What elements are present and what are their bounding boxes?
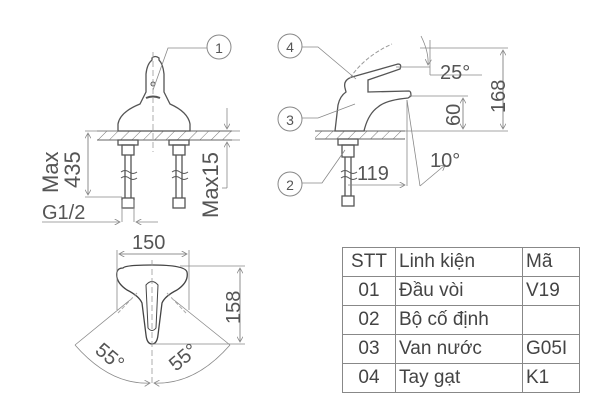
table-row: 02 Bộ cố định: [342, 305, 580, 335]
cell-code: [522, 305, 580, 335]
dim-max-label: Max: [38, 151, 63, 193]
dim-168: 168: [488, 80, 510, 113]
header-code: Mã: [522, 247, 580, 277]
dim-max15: Max15: [198, 152, 223, 218]
side-view-dimensions: [298, 35, 508, 186]
header-part: Linh kiện: [395, 247, 523, 277]
front-view: [97, 52, 232, 209]
cell-code: K1: [522, 363, 580, 393]
svg-text:2: 2: [286, 177, 294, 193]
callout-4: 4: [277, 33, 303, 59]
svg-text:1: 1: [215, 40, 223, 56]
cell-stt: 03: [342, 334, 396, 364]
callout-2: 2: [277, 171, 303, 197]
callout-1: 1: [206, 34, 232, 60]
angle-25: 25°: [440, 62, 470, 84]
svg-text:3: 3: [286, 112, 294, 128]
dim-435: 435: [60, 151, 85, 188]
side-view: [315, 43, 412, 207]
dim-60: 60: [443, 104, 465, 126]
table-row: 01 Đầu vòi V19: [342, 276, 580, 306]
cell-part: Đầu vòi: [395, 276, 523, 306]
cell-code: V19: [522, 276, 580, 306]
dim-119: 119: [357, 163, 389, 185]
front-view-dimensions: [42, 47, 240, 222]
dim-150: 150: [132, 232, 165, 254]
table-row: 03 Van nước G05I: [342, 334, 580, 364]
cell-stt: 04: [342, 363, 396, 393]
top-view: [116, 260, 188, 385]
thread-spec: G1/2: [42, 202, 85, 224]
parts-table: STT Linh kiện Mã 01 Đầu vòi V19 02 Bộ cố…: [342, 247, 580, 393]
cell-part: Van nước: [395, 334, 523, 364]
angle-right-55: 55°: [165, 340, 202, 376]
dim-158: 158: [223, 291, 245, 324]
cell-stt: 01: [342, 276, 396, 306]
cell-part: Tay gạt: [395, 363, 523, 393]
cell-part: Bộ cố định: [395, 305, 523, 335]
table-row: 04 Tay gạt K1: [342, 363, 580, 393]
callout-3: 3: [277, 106, 303, 132]
svg-text:4: 4: [286, 39, 294, 55]
angle-left-55: 55°: [91, 339, 128, 375]
table-header-row: STT Linh kiện Mã: [342, 247, 580, 277]
top-view-dimensions: [74, 250, 245, 383]
angle-10: 10°: [430, 150, 460, 172]
header-stt: STT: [342, 247, 396, 277]
cell-code: G05I: [522, 334, 580, 364]
cell-stt: 02: [342, 305, 396, 335]
